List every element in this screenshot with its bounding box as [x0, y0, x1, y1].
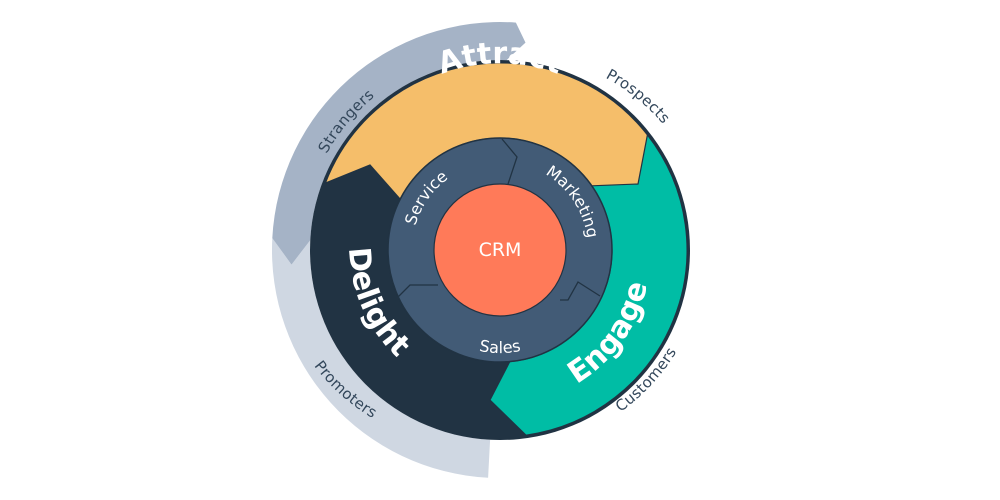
- team-label-sales: Sales: [478, 336, 522, 357]
- divider-marketing-sales: [560, 281, 601, 301]
- outer-ring-strangers-segment: [272, 22, 526, 265]
- outer-ring: [271, 22, 526, 478]
- divider-sales-service: [394, 284, 438, 301]
- outer-ring-promoters-segment: [271, 238, 491, 478]
- team-ring-dividers: [394, 138, 601, 301]
- crm-label: CRM: [479, 239, 522, 261]
- divider-service-marketing: [501, 138, 518, 185]
- crm-core: [433, 183, 567, 317]
